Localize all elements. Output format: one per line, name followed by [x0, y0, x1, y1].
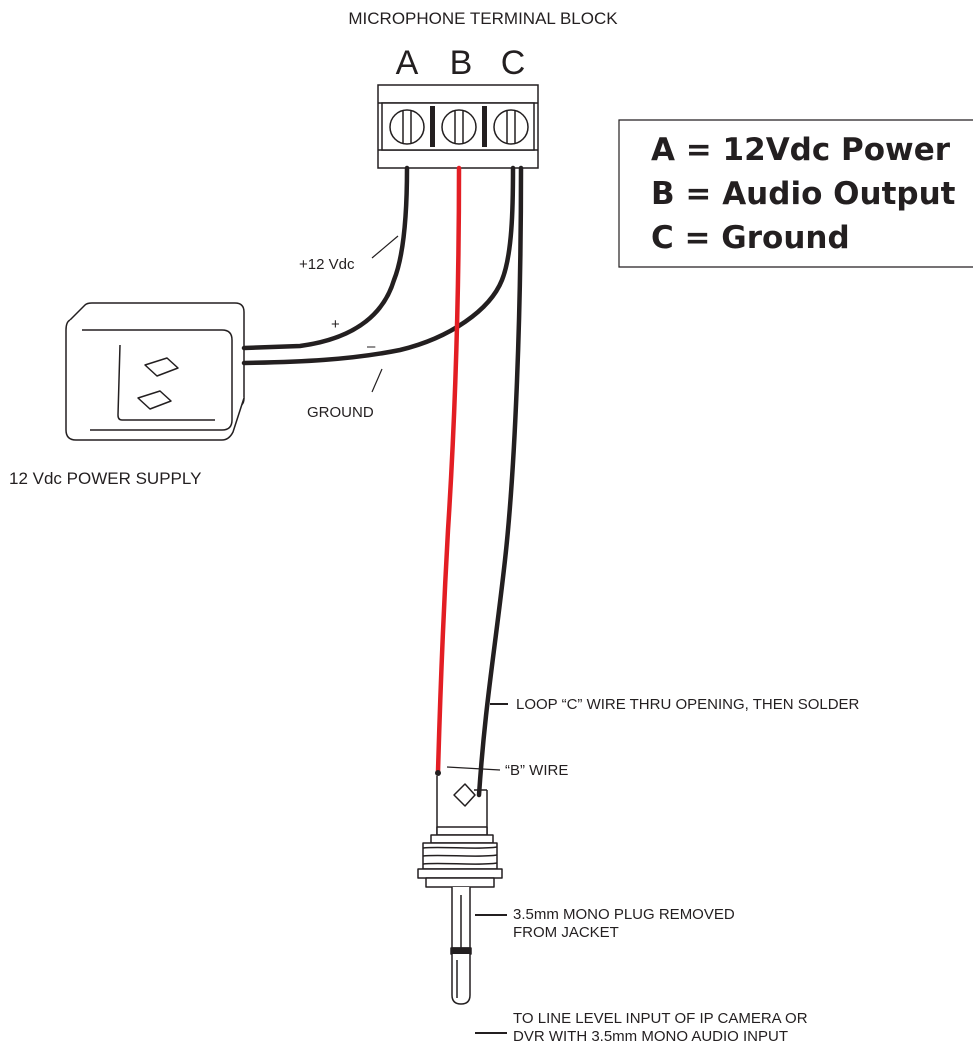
target-label-line2: DVR WITH 3.5mm MONO AUDIO INPUT — [513, 1028, 788, 1045]
legend-line-b: B = Audio Output — [651, 176, 956, 212]
wire-c-ground — [241, 165, 516, 366]
target-label-line1: TO LINE LEVEL INPUT OF IP CAMERA OR — [513, 1010, 808, 1027]
wire-c-to-jack — [476, 165, 524, 798]
ground-label: GROUND — [307, 404, 374, 421]
legend-line-c: C = Ground — [651, 220, 850, 256]
diagram-title: MICROPHONE TERMINAL BLOCK — [348, 9, 618, 28]
plug-label-line2: FROM JACKET — [513, 924, 619, 941]
terminal-divider-ab — [430, 106, 435, 147]
terminal-divider-bc — [482, 106, 487, 147]
power-supply-label: 12 Vdc POWER SUPPLY — [9, 469, 201, 488]
terminal-screw-b — [441, 109, 477, 145]
b-wire-label: “B” WIRE — [505, 762, 568, 779]
power-supply — [65, 302, 245, 441]
wires — [241, 165, 524, 798]
plus-label: + — [331, 316, 340, 333]
legend-line-a: A = 12Vdc Power — [651, 132, 951, 168]
terminal-b-label: B — [450, 44, 473, 82]
wire-b-audio — [435, 165, 462, 775]
legend-box: A = 12Vdc Power B = Audio Output C = Gro… — [618, 119, 973, 268]
terminal-c-label: C — [501, 44, 526, 82]
b-wire-solder-point — [435, 770, 441, 776]
wire-a-power — [241, 165, 410, 351]
terminal-screw-c — [493, 109, 529, 145]
plus12-label: +12 Vdc — [299, 256, 355, 273]
terminal-a-label: A — [396, 44, 419, 82]
terminal-screw-a — [389, 109, 425, 145]
minus-label: – — [367, 338, 376, 355]
audio-jack — [417, 776, 503, 1005]
leaders — [371, 235, 501, 771]
plug-label-line1: 3.5mm MONO PLUG REMOVED — [513, 906, 735, 923]
annotation-dashes — [475, 703, 508, 1034]
loop-c-instruction: LOOP “C” WIRE THRU OPENING, THEN SOLDER — [516, 696, 860, 713]
